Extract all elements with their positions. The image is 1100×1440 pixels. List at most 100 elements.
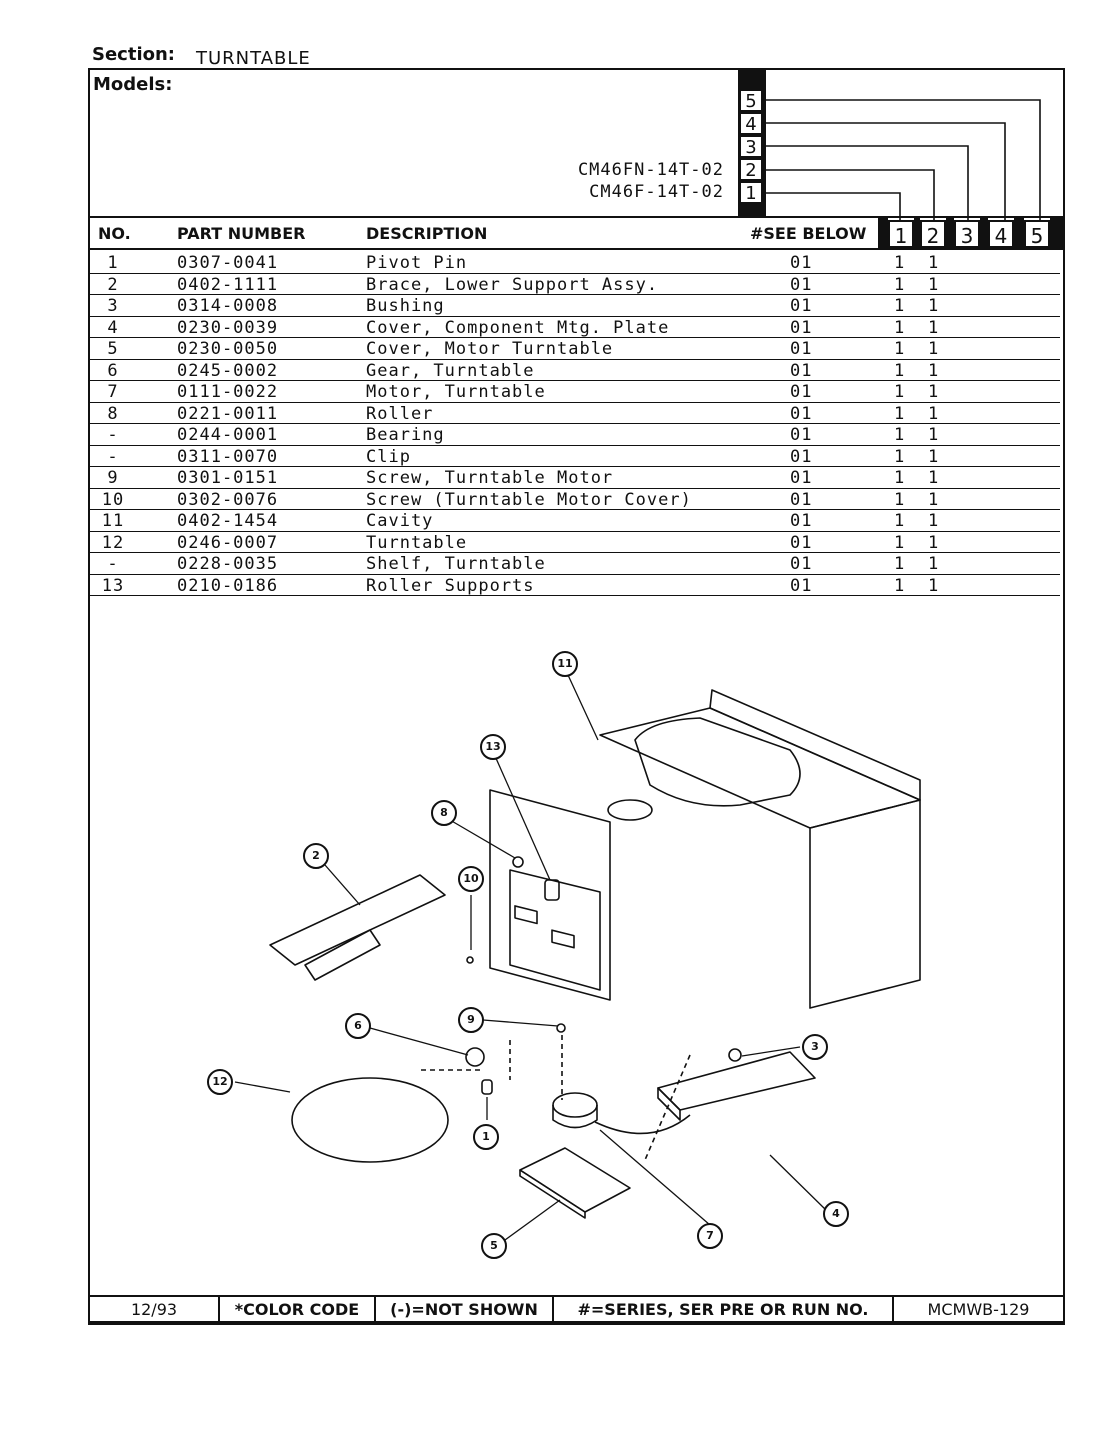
callout-bubble: 10 [458, 866, 484, 892]
row-see-below: 01 [790, 489, 813, 510]
header-model-col-4: 4 [988, 220, 1014, 248]
bushing [728, 1048, 742, 1062]
row-model-2-qty: 1 [928, 532, 940, 553]
row-description: Cover, Motor Turntable [366, 339, 614, 359]
header-column-bar [878, 218, 888, 248]
callout-bubble: 13 [480, 734, 506, 760]
row-model-1-qty: 1 [894, 403, 906, 424]
row-model-1-qty: 1 [894, 511, 906, 531]
cavity-top [599, 707, 921, 829]
row-model-2-qty: 1 [928, 339, 940, 359]
row-no: 5 [107, 339, 119, 359]
model-column-box: 4 [740, 113, 762, 135]
row-see-below: 01 [790, 317, 813, 338]
row-description: Gear, Turntable [366, 360, 535, 381]
model-column-box: 1 [740, 182, 762, 204]
row-part-number: 0302-0076 [177, 489, 279, 510]
row-model-1-qty: 1 [894, 360, 906, 381]
row-no: 6 [107, 360, 119, 381]
row-no: 11 [101, 511, 125, 531]
row-no: 12 [101, 532, 125, 553]
front-frame-slot [551, 929, 575, 949]
row-model-1-qty: 1 [894, 317, 906, 338]
row-description: Shelf, Turntable [366, 554, 546, 574]
row-part-number: 0307-0041 [177, 253, 279, 273]
row-see-below: 01 [790, 511, 813, 531]
model-connector-lines [762, 99, 1041, 220]
row-model-1-qty: 1 [894, 446, 906, 467]
row-model-2-qty: 1 [928, 425, 940, 445]
row-description: Screw (Turntable Motor Cover) [366, 489, 692, 510]
footer-series: #=SERIES, SER PRE OR RUN NO. [554, 1297, 894, 1323]
model-column-box: 2 [740, 159, 762, 181]
row-model-2-qty: 1 [928, 296, 940, 316]
callout-bubble: 7 [697, 1223, 723, 1249]
row-part-number: 0311-0070 [177, 446, 279, 467]
row-model-2-qty: 1 [928, 554, 940, 574]
row-part-number: 0245-0002 [177, 360, 279, 381]
gear-turntable [465, 1047, 485, 1067]
callout-bubble: 8 [431, 800, 457, 826]
row-see-below: 01 [790, 296, 813, 316]
row-model-2-qty: 1 [928, 403, 940, 424]
row-no: 2 [107, 274, 119, 295]
roller-support [544, 879, 560, 901]
section-name: TURNTABLE [196, 48, 311, 69]
row-part-number: 0301-0151 [177, 468, 279, 488]
row-part-number: 0230-0039 [177, 317, 279, 338]
callout-bubble: 9 [458, 1007, 484, 1033]
model-name: CM46F-14T-02 [589, 182, 724, 202]
turntable-motor-body [552, 1105, 598, 1129]
callout-bubble: 5 [481, 1233, 507, 1259]
header-divider [88, 216, 1065, 218]
row-part-number: 0228-0035 [177, 554, 279, 574]
screw-motor [556, 1023, 566, 1033]
header-part-number: PART NUMBER [177, 224, 306, 243]
row-see-below: 01 [790, 554, 813, 574]
callout-bubble: 4 [823, 1201, 849, 1227]
row-description: Cavity [366, 511, 434, 531]
dashed-guide [420, 1035, 691, 1161]
row-no: 7 [107, 382, 119, 402]
row-model-1-qty: 1 [894, 382, 906, 402]
row-no: 8 [107, 403, 119, 424]
parts-list-frame [88, 68, 1065, 1323]
row-see-below: 01 [790, 532, 813, 553]
row-model-1-qty: 1 [894, 575, 906, 596]
section-label: Section: [92, 44, 175, 65]
row-model-2-qty: 1 [928, 446, 940, 467]
footer-date: 12/93 [90, 1297, 220, 1323]
row-description: Cover, Component Mtg. Plate [366, 317, 670, 338]
row-model-2-qty: 1 [928, 253, 940, 273]
row-description: Turntable [366, 532, 468, 553]
row-description: Pivot Pin [366, 253, 468, 273]
model-column-box: 5 [740, 90, 762, 112]
header-model-col-3: 3 [954, 220, 980, 248]
header-column-bar [1014, 218, 1024, 248]
footer-not-shown: (-)=NOT SHOWN [376, 1297, 554, 1323]
cover-component-plate-edge [657, 1087, 681, 1121]
roller [512, 856, 524, 868]
cavity-back [709, 689, 921, 801]
model-column-box: 3 [740, 136, 762, 158]
row-see-below: 01 [790, 274, 813, 295]
row-no: 10 [101, 489, 125, 510]
row-description: Roller Supports [366, 575, 535, 596]
callout-bubble: 3 [802, 1034, 828, 1060]
row-model-1-qty: 1 [894, 489, 906, 510]
row-model-1-qty: 1 [894, 425, 906, 445]
row-part-number: 0210-0186 [177, 575, 279, 596]
row-part-number: 0111-0022 [177, 382, 279, 402]
callout-bubble: 2 [303, 843, 329, 869]
row-description: Motor, Turntable [366, 382, 546, 402]
row-description: Brace, Lower Support Assy. [366, 274, 659, 295]
row-no: - [107, 425, 119, 445]
row-part-number: 0314-0008 [177, 296, 279, 316]
